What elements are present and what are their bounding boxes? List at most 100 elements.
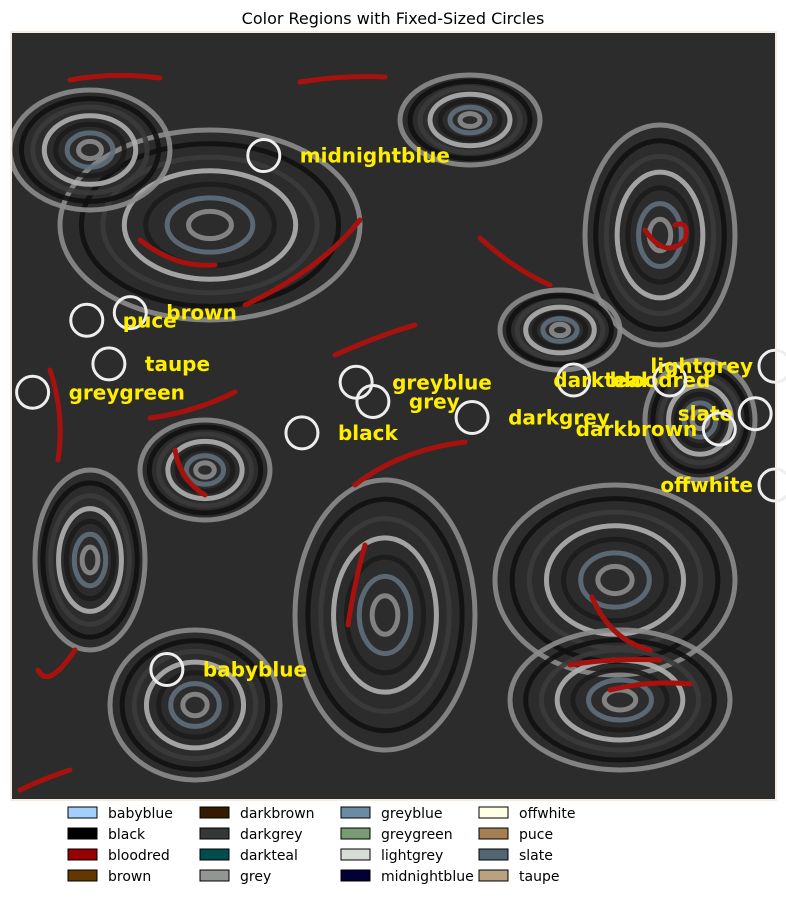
circle-label-greyblue: greyblue	[392, 370, 492, 394]
texture-streak	[137, 237, 218, 268]
texture-streak	[147, 389, 238, 421]
texture-swirl	[369, 593, 401, 637]
texture-streak	[477, 235, 553, 288]
texture-swirl	[356, 573, 414, 657]
texture-swirl	[636, 201, 684, 269]
texture-swirl	[30, 104, 150, 196]
circle-marker-puce	[69, 302, 105, 338]
texture-swirl	[156, 431, 254, 509]
legend-label-black: black	[108, 827, 146, 843]
texture-swirl	[457, 111, 483, 129]
legend-swatch-darkgrey	[199, 827, 230, 840]
texture-swirl	[56, 506, 124, 614]
texture-swirl	[193, 460, 217, 480]
texture-swirl	[582, 122, 738, 348]
chart-title: Color Regions with Fixed-Sized Circles	[242, 9, 545, 28]
legend-label-puce: puce	[519, 827, 553, 843]
texture-swirl	[447, 104, 493, 136]
texture-swirl	[76, 138, 104, 162]
circle-marker-midnightblue	[246, 138, 282, 174]
texture-swirl	[570, 667, 670, 733]
texture-swirl	[12, 87, 173, 213]
circle-marker-lightgrey	[757, 348, 786, 384]
legend-label-bloodred: bloodred	[108, 848, 170, 864]
texture-swirl	[143, 659, 247, 751]
texture-streak	[345, 542, 368, 628]
legend-swatch-slate	[478, 848, 509, 861]
circle-label-lightgrey: lightgrey	[650, 354, 753, 378]
texture-swirl	[561, 536, 669, 624]
texture-swirl	[514, 298, 606, 362]
texture-swirl	[53, 121, 127, 179]
legend-swatch-darkbrown	[199, 806, 230, 819]
legend-swatch-babyblue	[67, 806, 98, 819]
legend-label-greyblue: greyblue	[381, 806, 443, 822]
circle-marker-grey	[355, 383, 391, 419]
legend-label-babyblue: babyblue	[108, 806, 173, 822]
texture-swirl	[343, 554, 427, 676]
circle-label-darkteal: darkteal	[553, 368, 647, 392]
legend-label-grey: grey	[240, 869, 271, 885]
legend-label-darkgrey: darkgrey	[240, 827, 303, 843]
circle-marker-darkbrown	[701, 411, 737, 447]
texture-swirl	[642, 357, 758, 483]
circle-label-grey: grey	[409, 389, 460, 413]
circle-label-babyblue: babyblue	[203, 658, 307, 682]
texture-swirl	[156, 670, 234, 740]
legend-label-taupe: taupe	[519, 869, 559, 885]
texture-swirl	[40, 480, 140, 640]
circle-label-brown: brown	[166, 301, 237, 325]
texture-swirl	[79, 544, 101, 576]
texture-swirl	[100, 154, 320, 296]
circle-label-puce: puce	[123, 308, 177, 332]
texture-swirl	[681, 400, 719, 440]
texture-swirl	[183, 453, 227, 487]
circle-marker-brown	[112, 295, 148, 331]
texture-swirl	[548, 321, 572, 339]
texture-swirl	[586, 677, 654, 723]
legend-swatch-brown	[67, 869, 98, 882]
texture-swirl	[538, 647, 702, 753]
circle-marker-darkgrey	[454, 400, 490, 436]
circle-label-midnightblue: midnightblue	[300, 144, 450, 168]
texture-streak	[567, 657, 663, 668]
legend-swatch-offwhite	[478, 806, 509, 819]
legend-swatch-grey	[199, 869, 230, 882]
texture-swirl	[71, 531, 109, 589]
legend-swatch-greyblue	[340, 806, 371, 819]
texture-swirl	[523, 304, 597, 356]
plot-area	[10, 31, 777, 801]
legend-swatch-darkteal	[199, 848, 230, 861]
legend-label-slate: slate	[519, 848, 553, 864]
texture-swirl	[186, 208, 234, 242]
texture-streak	[589, 594, 653, 653]
texture-swirl	[119, 638, 271, 772]
texture-swirl	[63, 518, 117, 602]
circle-label-bloodred: bloodred	[610, 368, 711, 392]
texture-swirl	[32, 467, 148, 653]
texture-streak	[297, 74, 388, 85]
texture-swirl	[57, 127, 363, 323]
texture-swirl	[593, 138, 727, 332]
texture-swirl	[168, 681, 222, 729]
circle-marker-babyblue	[149, 652, 185, 688]
texture-swirl	[18, 96, 162, 204]
texture-streak	[47, 367, 63, 463]
texture-swirl	[507, 627, 733, 773]
texture-streak	[172, 447, 208, 498]
legend-swatch-black	[67, 827, 98, 840]
texture-streak	[67, 72, 163, 83]
texture-streak	[607, 680, 693, 693]
texture-swirl	[137, 417, 273, 523]
legend-swatch-taupe	[478, 869, 509, 882]
texture-swirl	[531, 310, 589, 350]
circle-label-taupe: taupe	[145, 352, 210, 376]
circle-marker-darkteal	[652, 362, 688, 398]
circle-label-offwhite: offwhite	[660, 473, 753, 497]
texture-swirl	[165, 438, 245, 502]
texture-streak	[242, 217, 363, 308]
texture-streak	[642, 221, 689, 251]
texture-swirl	[417, 85, 523, 155]
texture-streak	[17, 767, 73, 793]
